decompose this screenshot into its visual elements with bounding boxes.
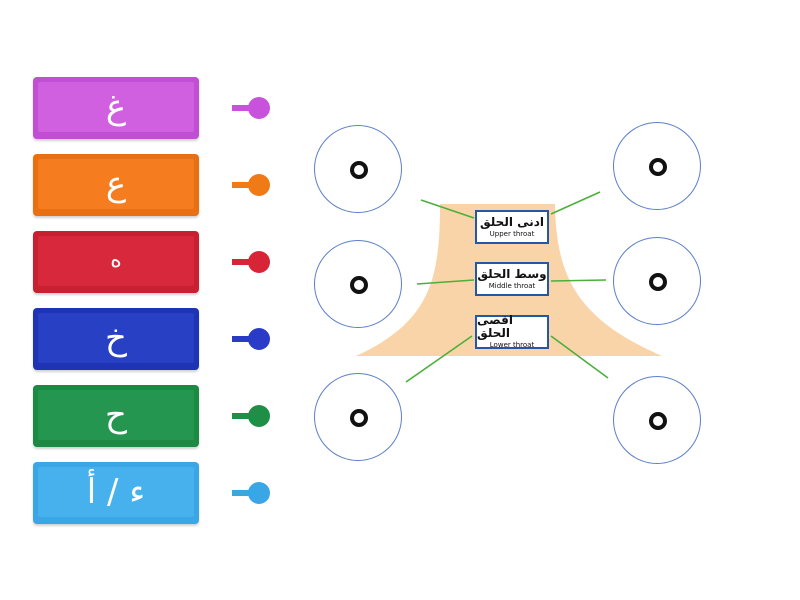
tile-face: خ: [38, 313, 194, 363]
label-arabic: اقصى الحلق: [477, 312, 513, 341]
tile-handle-dot[interactable]: [248, 328, 270, 350]
letter-tile-ha[interactable]: ه: [33, 231, 270, 293]
tile-connector: [232, 413, 258, 419]
tile-face: ع: [38, 159, 194, 209]
letter-tile-ain[interactable]: ع: [33, 154, 270, 216]
connector-line: [550, 191, 601, 215]
drop-target-upper-left[interactable]: [314, 125, 402, 213]
label-upper-throat: ادنى الحلق Upper throat: [475, 210, 549, 244]
tile-connector: [232, 182, 258, 188]
letter-tile-hha[interactable]: ح: [33, 385, 270, 447]
drop-target-middle-right[interactable]: [613, 237, 701, 325]
tile-handle-dot[interactable]: [248, 482, 270, 504]
connector-line: [420, 199, 475, 219]
tile-handle-dot[interactable]: [248, 97, 270, 119]
tile-face: ح: [38, 390, 194, 440]
target-ring-icon: [649, 412, 667, 430]
label-english: Middle throat: [488, 281, 536, 290]
target-ring-icon: [649, 273, 667, 291]
label-english: Upper throat: [489, 229, 535, 238]
connector-line: [416, 279, 475, 285]
label-arabic: ادنى الحلق: [479, 214, 545, 229]
drop-target-lower-right[interactable]: [613, 376, 701, 464]
target-ring-icon: [649, 158, 667, 176]
letter-tile-kha[interactable]: خ: [33, 308, 270, 370]
tile-connector: [232, 336, 258, 342]
drop-target-upper-right[interactable]: [613, 122, 701, 210]
label-english: Lower throat: [489, 341, 535, 350]
tile-handle-dot[interactable]: [248, 405, 270, 427]
tile-handle-dot[interactable]: [248, 174, 270, 196]
target-ring-icon: [350, 276, 368, 294]
label-lower-throat: اقصى الحلق Lower throat: [475, 312, 549, 350]
label-middle-throat: وسط الحلق Middle throat: [475, 262, 549, 296]
tile-face: غ: [38, 82, 194, 132]
label-arabic: وسط الحلق: [477, 266, 547, 281]
tile-connector: [232, 259, 258, 265]
target-ring-icon: [350, 409, 368, 427]
letter-tile-hamza[interactable]: ء / أ: [33, 462, 270, 524]
tile-connector: [232, 105, 258, 111]
tile-connector: [232, 490, 258, 496]
connector-line: [550, 279, 607, 282]
tile-face: ء / أ: [38, 467, 194, 517]
drop-target-lower-left[interactable]: [314, 373, 402, 461]
connector-line: [405, 335, 473, 383]
connector-line: [550, 335, 609, 379]
target-ring-icon: [350, 161, 368, 179]
letter-tile-ghain[interactable]: غ: [33, 77, 270, 139]
tile-handle-dot[interactable]: [248, 251, 270, 273]
tile-face: ه: [38, 236, 194, 286]
drop-target-middle-left[interactable]: [314, 240, 402, 328]
